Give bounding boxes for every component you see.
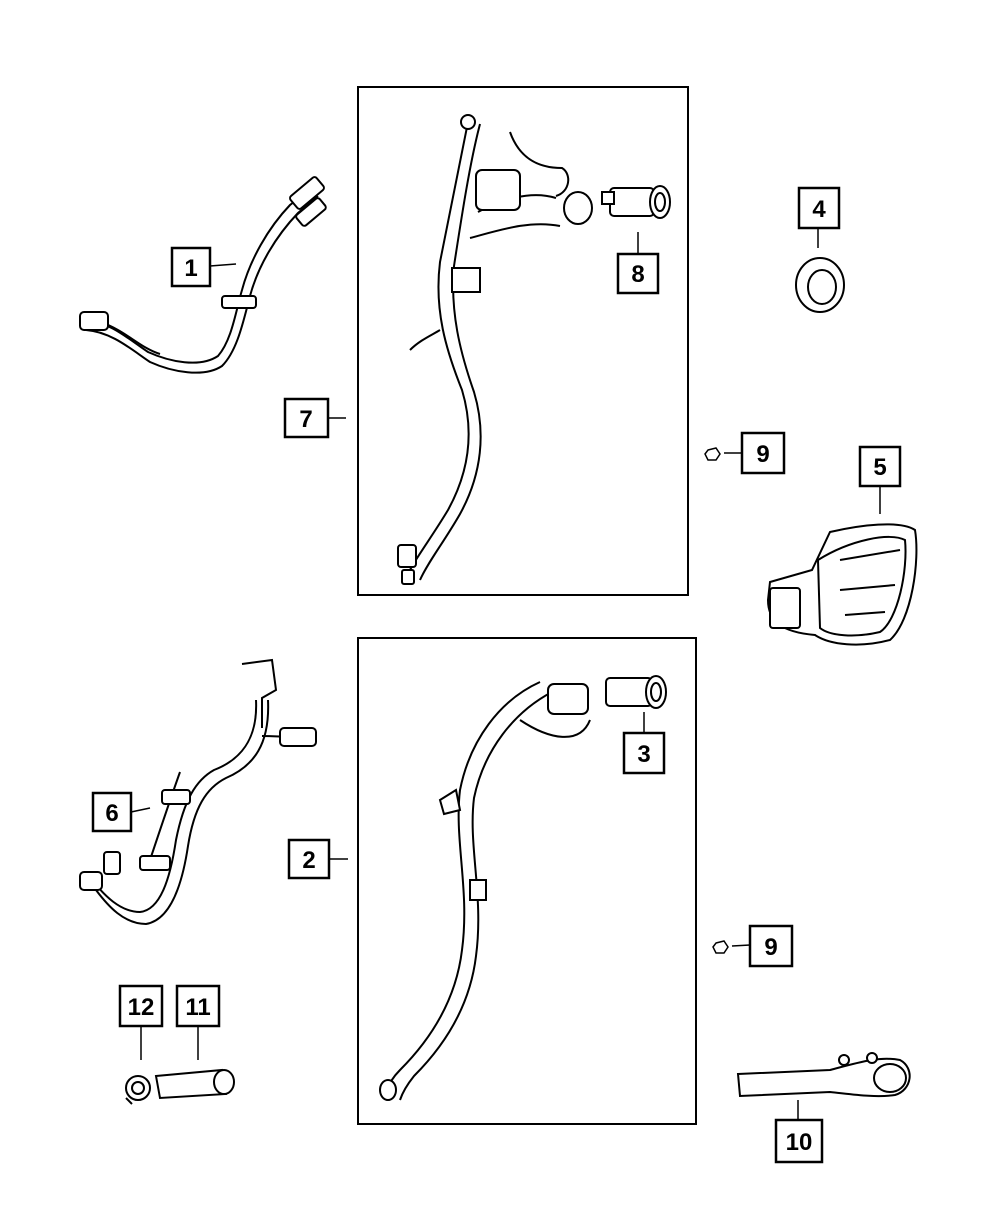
part-9-nut-upper: [704, 447, 721, 461]
callout-6-label: 6: [105, 800, 118, 827]
callout-9-upper-label: 9: [756, 441, 769, 468]
callout-11: 11: [175, 984, 221, 1028]
part-5-fuel-door: [766, 523, 918, 646]
callout-3: 3: [622, 731, 666, 775]
callout-8: 8: [616, 252, 660, 295]
part-2-filler-tube: [379, 681, 591, 1101]
callout-1-label: 1: [184, 255, 197, 282]
callout-5-label: 5: [873, 454, 886, 481]
callout-9-lower-label: 9: [764, 934, 777, 961]
group-frame-bottom: [357, 637, 697, 1125]
callout-2-label: 2: [302, 847, 315, 874]
part-1-hose-assembly: [79, 176, 327, 374]
callout-4-label: 4: [812, 196, 826, 223]
part-10-inlet-tube: [736, 1052, 911, 1098]
part-6-vapor-line: [79, 658, 317, 926]
callout-7: 7: [283, 397, 330, 439]
callout-10-label: 10: [786, 1129, 813, 1156]
part-4-seal-ring: [795, 257, 845, 313]
callout-1: 1: [170, 246, 212, 288]
part-7-filler-tube: [397, 114, 593, 585]
callout-9-upper: 9: [740, 431, 786, 475]
callout-5: 5: [858, 445, 902, 488]
callout-6: 6: [91, 791, 133, 833]
callout-8-label: 8: [631, 261, 644, 288]
callout-7-label: 7: [299, 406, 312, 433]
part-9-nut-lower: [712, 940, 729, 954]
callout-2: 2: [287, 838, 331, 880]
callout-9-lower: 9: [748, 924, 794, 968]
callout-10: 10: [774, 1118, 824, 1164]
group-frame-top: [357, 86, 689, 596]
part-12-clamp: [125, 1075, 151, 1105]
part-11-hose: [154, 1068, 235, 1100]
callout-4: 4: [797, 186, 841, 230]
callout-12: 12: [118, 984, 164, 1028]
part-3-connector: [605, 675, 667, 709]
callout-3-label: 3: [637, 741, 650, 768]
part-8-connector: [601, 185, 671, 219]
callout-12-label: 12: [128, 994, 155, 1021]
leader-lines: [130, 228, 881, 1120]
callout-11-label: 11: [185, 994, 210, 1021]
